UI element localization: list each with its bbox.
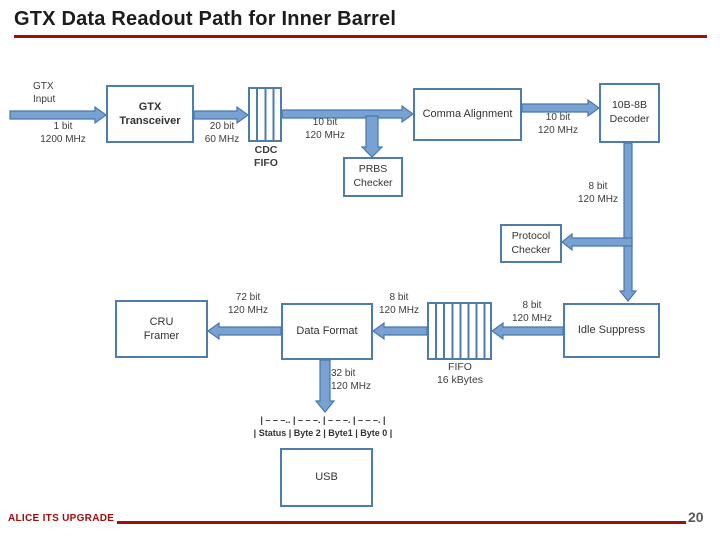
- footer-label: ALICE ITS UPGRADE: [8, 513, 115, 524]
- rate-idle-out-label: 8 bit 120 MHz: [511, 300, 552, 324]
- arrow-comma-to-decoder: [521, 98, 601, 118]
- page-title: GTX Data Readout Path for Inner Barrel: [14, 8, 397, 30]
- page-number: 20: [688, 509, 704, 525]
- arrow-branch-to-prbs: [360, 115, 384, 158]
- cdc-fifo-label: CDC FIFO: [254, 144, 278, 170]
- rate-usb-path-label: 32 bit 120 MHz: [331, 368, 372, 392]
- arrow-cdcfifo-to-comma: [281, 104, 415, 124]
- block-protocol-checker: Protocol Checker: [500, 224, 562, 263]
- block-prbs-checker: PRBS Checker: [343, 157, 403, 197]
- block-idle-suppress: Idle Suppress: [563, 303, 660, 358]
- rate-comma-out-label: 10 bit 120 MHz: [537, 112, 578, 136]
- block-fifo-16k-buffer: [427, 302, 492, 360]
- block-10b8b-decoder: 10B-8B Decoder: [599, 83, 660, 143]
- arrow-fifo-to-dataformat: [371, 321, 428, 341]
- block-cru-framer: CRU Framer: [115, 300, 208, 358]
- arrow-branch-to-protocol: [561, 232, 633, 252]
- fifo-16k-label: FIFO 16 kBytes: [436, 361, 484, 387]
- arrow-dataformat-to-cru: [206, 321, 282, 341]
- byte-frame-dashes: | – – –.. | – – –. | – – –. | – – –. |: [260, 415, 386, 425]
- rate-cdc-out-label: 10 bit 120 MHz: [304, 117, 345, 141]
- rate-fifo-out-label: 8 bit 120 MHz: [378, 292, 419, 316]
- block-comma-alignment: Comma Alignment: [413, 88, 522, 141]
- arrow-gtx-input: [9, 105, 108, 125]
- title-underline: [14, 35, 707, 38]
- block-gtx-transceiver: GTX Transceiver: [106, 85, 194, 143]
- rate-dataformat-out-label: 72 bit 120 MHz: [227, 292, 268, 316]
- footer-rule: [117, 521, 686, 524]
- block-data-format: Data Format: [281, 303, 373, 360]
- arrow-transceiver-to-cdcfifo: [193, 105, 250, 125]
- rate-decoder-out-label: 8 bit 120 MHz: [577, 181, 618, 205]
- rate-input-label: 1 bit 1200 MHz: [40, 121, 86, 145]
- arrow-decoder-down-to-idle: [618, 142, 638, 302]
- rate-transceiver-out-label: 20 bit 60 MHz: [204, 121, 240, 145]
- gtx-input-label: GTX Input: [33, 81, 56, 105]
- block-usb: USB: [280, 448, 373, 507]
- byte-frame-fields: | Status | Byte 2 | Byte1 | Byte 0 |: [253, 428, 393, 438]
- block-cdc-fifo-buffer: [248, 87, 282, 142]
- arrow-idle-to-fifo: [490, 321, 564, 341]
- arrow-dataformat-down-to-usb: [314, 359, 336, 413]
